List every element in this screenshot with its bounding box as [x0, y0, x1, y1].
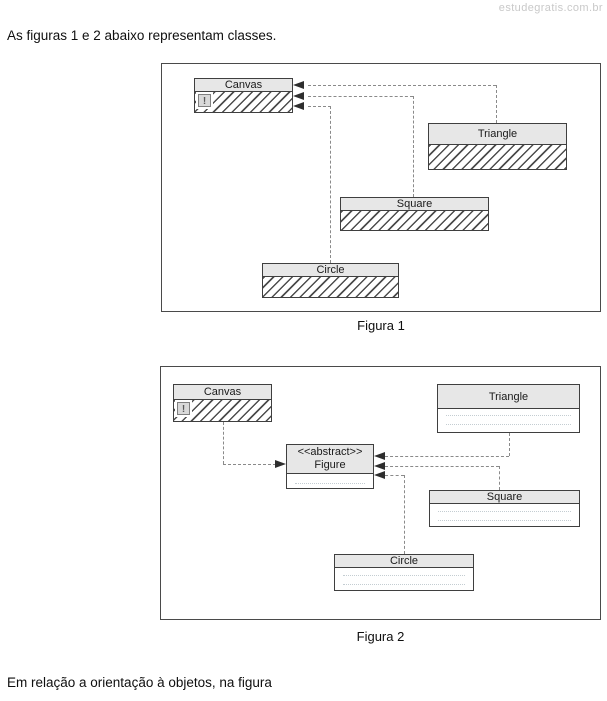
- class-name-label: Triangle: [429, 124, 566, 145]
- class-attributes-compartment: [287, 474, 373, 488]
- dependency-line-square-canvas: [308, 96, 413, 97]
- dependency-line-square-figure: [385, 466, 499, 467]
- class-name-label: Circle: [335, 555, 473, 568]
- dependency-line-circle-figure: [404, 475, 405, 554]
- empty-compartment-dots: [438, 511, 571, 521]
- dependency-line-circle-canvas: [330, 106, 331, 263]
- arrowhead-circle-to-figure: [374, 471, 385, 479]
- dependency-line-triangle-canvas: [496, 85, 497, 123]
- empty-compartment-dots: [295, 483, 365, 484]
- arrowhead-square-to-figure: [374, 462, 385, 470]
- class-name-label: Canvas: [195, 79, 292, 92]
- empty-compartment-dots: [446, 415, 571, 425]
- class-name-text: Figure: [314, 459, 346, 471]
- dependency-line-square-figure: [499, 466, 500, 490]
- class-attributes-compartment: !: [195, 92, 292, 112]
- arrowhead-square-to-canvas: [293, 92, 304, 100]
- dependency-line-circle-figure: [385, 475, 404, 476]
- note-icon: !: [198, 94, 211, 107]
- figure1-frame: Canvas ! Triangle Square Circle: [161, 63, 601, 312]
- class-name-label: Square: [430, 491, 579, 504]
- dependency-line-square-canvas: [413, 96, 414, 197]
- class-name-label: Canvas: [174, 385, 271, 400]
- figure2-class-canvas: Canvas !: [173, 384, 272, 422]
- class-attributes-compartment: [263, 277, 398, 297]
- dependency-line-canvas-figure: [223, 422, 224, 464]
- class-attributes-compartment: !: [174, 400, 271, 421]
- figure1-caption: Figura 1: [357, 318, 405, 333]
- class-attributes-compartment: [341, 211, 488, 230]
- class-attributes-compartment: [430, 504, 579, 526]
- stereotype-label: <<abstract>>: [297, 446, 363, 458]
- class-name-label: <<abstract>> Figure: [287, 445, 373, 474]
- class-name-label: Square: [341, 198, 488, 211]
- figure1-class-canvas: Canvas !: [194, 78, 293, 113]
- arrowhead-triangle-to-figure: [374, 452, 385, 460]
- figure1-class-square: Square: [340, 197, 489, 231]
- empty-compartment-dots: [343, 575, 465, 585]
- arrowhead-canvas-to-figure: [275, 460, 286, 468]
- outro-text: Em relação a orientação à objetos, na fi…: [7, 675, 272, 690]
- intro-text: As figuras 1 e 2 abaixo representam clas…: [7, 28, 277, 43]
- arrowhead-triangle-to-canvas: [293, 81, 304, 89]
- dependency-line-triangle-canvas: [308, 85, 496, 86]
- class-name-label: Circle: [263, 264, 398, 277]
- class-name-label: Triangle: [438, 385, 579, 409]
- figure1-class-triangle: Triangle: [428, 123, 567, 170]
- note-icon: !: [177, 402, 190, 415]
- dependency-line-canvas-figure: [223, 464, 276, 465]
- class-attributes-compartment: [429, 145, 566, 169]
- figure2-class-triangle: Triangle: [437, 384, 580, 433]
- dependency-line-circle-canvas: [308, 106, 331, 107]
- figure2-class-square: Square: [429, 490, 580, 527]
- figure2-class-figure-abstract: <<abstract>> Figure: [286, 444, 374, 489]
- site-watermark: estudegratis.com.br: [498, 2, 603, 14]
- class-attributes-compartment: [438, 409, 579, 432]
- figure2-caption: Figura 2: [356, 629, 405, 644]
- class-attributes-compartment: [335, 568, 473, 590]
- figure2-frame: Canvas ! Triangle <<abstract>> Figure Sq…: [160, 366, 601, 620]
- dependency-line-triangle-figure: [509, 433, 510, 456]
- dependency-line-triangle-figure: [385, 456, 509, 457]
- figure1-class-circle: Circle: [262, 263, 399, 298]
- figure2-class-circle: Circle: [334, 554, 474, 591]
- arrowhead-circle-to-canvas: [293, 102, 304, 110]
